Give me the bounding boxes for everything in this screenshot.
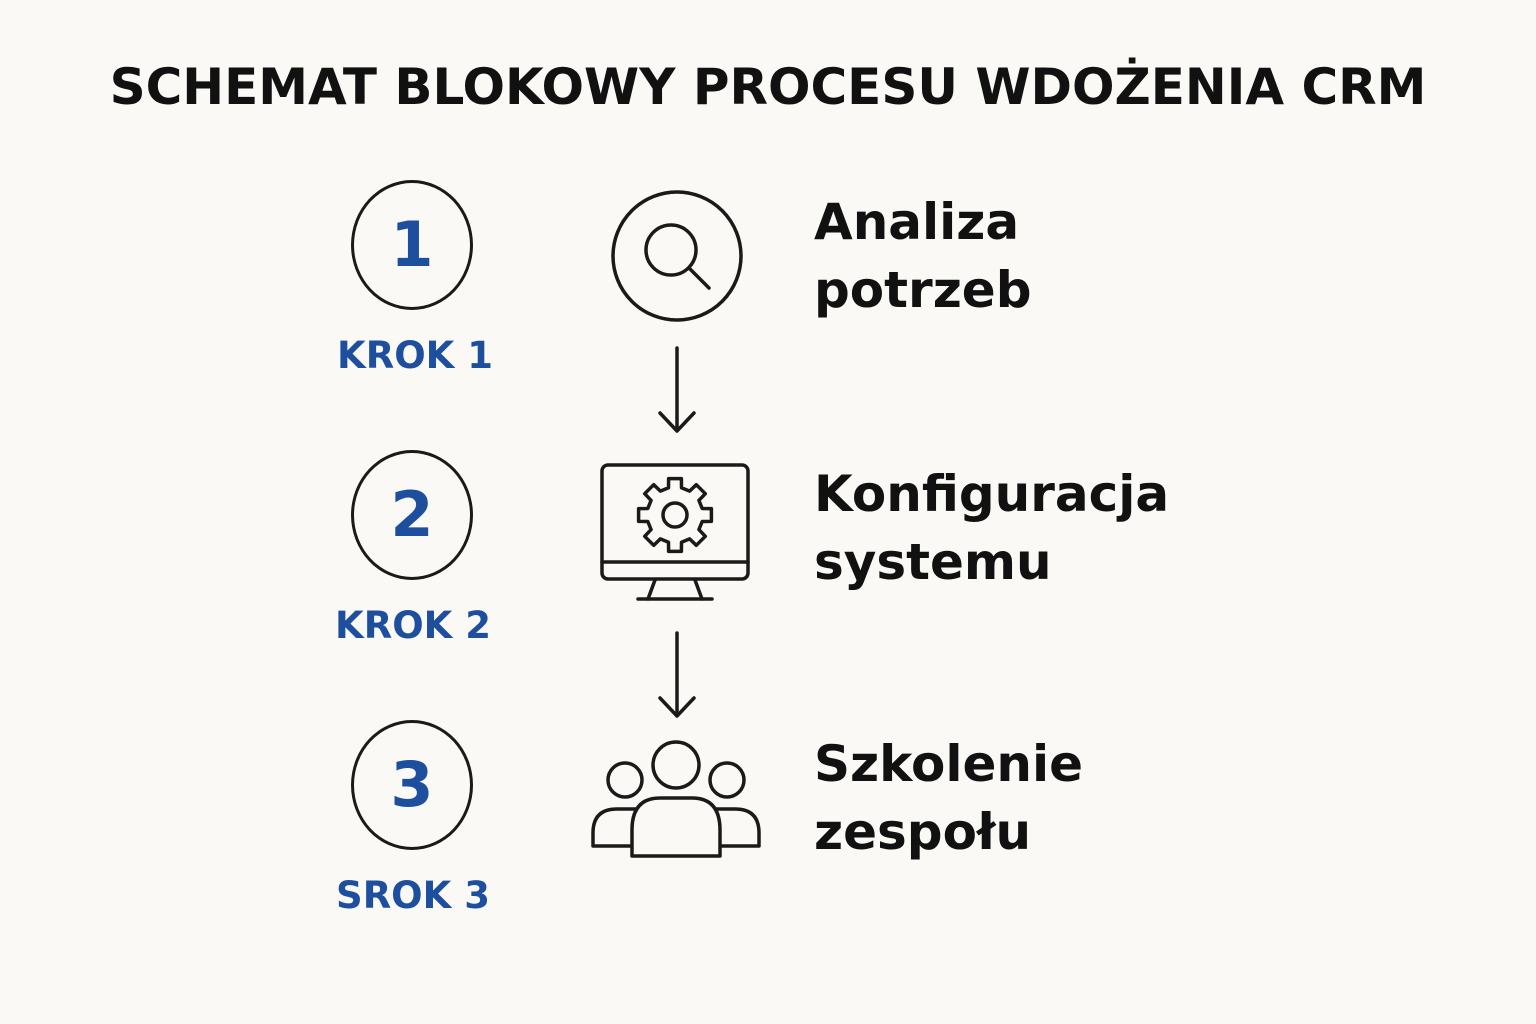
search-icon [611,190,743,322]
step-3-text-line2: zespołu [814,803,1032,861]
monitor-gear-icon [600,463,750,601]
step-1-text: Analiza potrzeb [814,188,1032,324]
step-1-label: KROK 1 [337,334,493,377]
step-2-label: KROK 2 [335,604,491,647]
step-3-number: 3 [390,748,434,821]
step-1-text-line1: Analiza [814,193,1020,251]
step-2-text-line2: systemu [814,533,1052,591]
arrow-down-icon [658,631,696,718]
step-3-text: Szkolenie zespołu [814,730,1083,866]
team-icon [591,740,761,858]
step-1-number: 1 [390,208,434,281]
diagram-title: SCHEMAT BLOKOWY PROCESU WDOŻENIA CRM [109,58,1427,116]
step-2-text: Konfiguracja systemu [814,460,1169,596]
step-3-text-line1: Szkolenie [814,735,1084,793]
step-2-number: 2 [390,478,434,551]
arrow-down-icon [658,346,696,433]
step-3-label: SROK 3 [336,874,490,917]
step-1-text-line2: potrzeb [814,261,1032,319]
step-2-circle: 2 [351,450,473,580]
step-2-text-line1: Konfiguracja [814,465,1170,523]
step-3-circle: 3 [351,720,473,850]
step-1-circle: 1 [351,180,473,310]
